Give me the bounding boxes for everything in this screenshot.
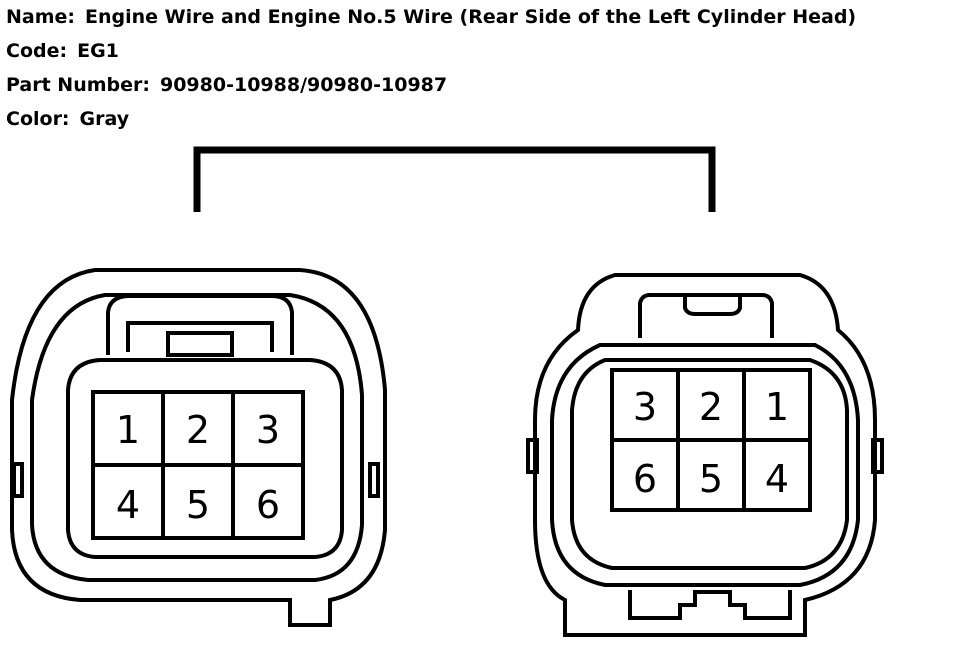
left-connector-lock-tab — [166, 331, 234, 357]
name-label: Name: — [6, 6, 76, 28]
right-connector-side-tab-right — [871, 438, 884, 474]
left-pin-label: 5 — [186, 483, 210, 527]
right-pin-label: 3 — [633, 385, 657, 429]
left-pin-label: 2 — [186, 408, 210, 452]
left-pin-label: 6 — [256, 483, 280, 527]
left-connector-face — [66, 358, 344, 559]
part-number-row: Part Number: 90980-10988/90980-10987 — [6, 68, 856, 102]
right-connector-lock-notch — [683, 295, 742, 316]
left-pin-label: 3 — [256, 408, 280, 452]
color-value: Gray — [79, 108, 130, 130]
right-pin-label: 1 — [765, 385, 789, 429]
code-row: Code: EG1 — [6, 34, 856, 68]
connector-info: Name: Engine Wire and Engine No.5 Wire (R… — [6, 0, 856, 136]
code-value: EG1 — [77, 40, 119, 62]
part-number-label: Part Number: — [6, 74, 150, 96]
right-connector — [526, 273, 884, 637]
left-connector-side-tab-right — [368, 462, 380, 498]
right-connector-inner-shell — [550, 343, 860, 587]
right-connector-pin-grid — [610, 368, 812, 512]
right-connector-pin-labels: 3 2 1 6 5 4 — [633, 385, 789, 501]
right-pin-label: 6 — [633, 457, 657, 501]
right-connector-outer-shell — [533, 273, 877, 637]
left-connector-side-tab-left — [12, 462, 24, 498]
color-label: Color: — [6, 108, 70, 130]
left-pin-label: 4 — [116, 483, 140, 527]
right-pin-label: 2 — [699, 385, 723, 429]
left-pin-label: 1 — [116, 408, 140, 452]
left-connector — [10, 268, 387, 627]
right-connector-face — [570, 358, 849, 570]
left-connector-lock-outer — [106, 294, 294, 355]
right-pin-label: 5 — [699, 457, 723, 501]
right-connector-bottom-latch — [628, 590, 792, 620]
left-connector-pin-grid — [91, 390, 305, 540]
mating-bracket — [193, 146, 716, 212]
part-number-value: 90980-10988/90980-10987 — [159, 74, 448, 96]
right-connector-lock-outer — [638, 293, 774, 338]
name-row: Name: Engine Wire and Engine No.5 Wire (R… — [6, 0, 856, 34]
left-connector-lock-inner — [126, 321, 274, 352]
code-label: Code: — [6, 40, 68, 62]
right-pin-label: 4 — [765, 457, 789, 501]
left-connector-outer-shell — [10, 268, 387, 627]
right-connector-side-tab-left — [526, 438, 539, 474]
left-connector-pin-labels: 1 2 3 4 5 6 — [116, 408, 280, 527]
name-value: Engine Wire and Engine No.5 Wire (Rear S… — [85, 6, 857, 28]
color-row: Color: Gray — [6, 102, 856, 136]
left-connector-inner-shell — [30, 293, 364, 582]
